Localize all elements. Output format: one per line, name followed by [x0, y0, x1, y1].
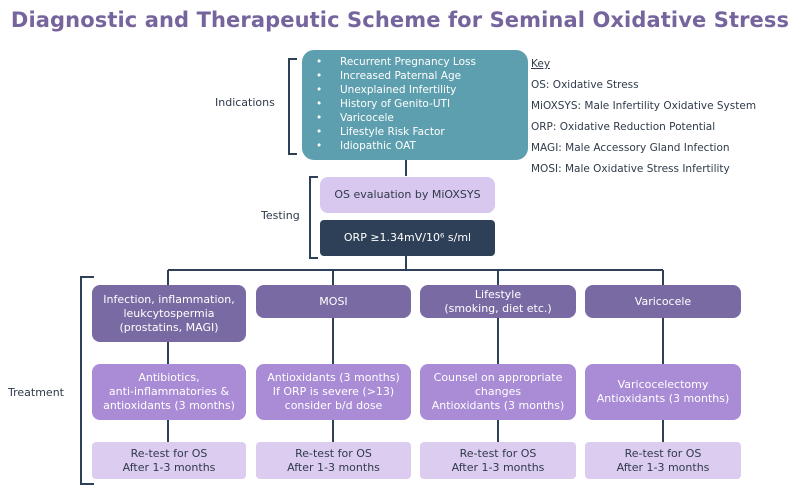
indication-item: •Recurrent Pregnancy Loss — [316, 56, 476, 68]
retest-box-mosi: Re-test for OS After 1-3 months — [256, 442, 411, 479]
treatment-box-mosi: Antioxidants (3 months) If ORP is severe… — [256, 364, 411, 420]
diagram-title: Diagnostic and Therapeutic Scheme for Se… — [10, 8, 790, 32]
treatment-box-varicocele: Varicocelectomy Antioxidants (3 months) — [585, 364, 741, 420]
indications-bracket — [288, 58, 297, 155]
treatment-label: Treatment — [8, 386, 64, 399]
key-item: MOSI: Male Oxidative Stress Infertility — [531, 163, 730, 175]
indication-item: •Varicocele — [316, 112, 394, 124]
testing-bracket — [309, 176, 318, 259]
treatment-bracket — [80, 276, 94, 485]
retest-box-infection: Re-test for OS After 1-3 months — [92, 442, 246, 479]
bullet-icon: • — [316, 84, 323, 96]
key-title: Key — [531, 58, 551, 70]
bullet-icon: • — [316, 112, 323, 124]
cause-box-infection: Infection, inflammation, leukcytospermia… — [92, 285, 246, 342]
key-item: MiOXSYS: Male Infertility Oxidative Syst… — [531, 100, 757, 112]
treatment-box-lifestyle: Counsel on appropriate changes Antioxida… — [420, 364, 576, 420]
indication-item: •Lifestyle Risk Factor — [316, 126, 445, 138]
indications-box: •Recurrent Pregnancy Loss •Increased Pat… — [302, 50, 528, 160]
treatment-box-infection: Antibiotics, anti-inflammatories & antio… — [92, 364, 246, 420]
indication-item: •Unexplained Infertility — [316, 84, 457, 96]
key-item: MAGI: Male Accessory Gland Infection — [531, 142, 730, 154]
retest-box-lifestyle: Re-test for OS After 1-3 months — [420, 442, 576, 479]
os-evaluation-box: OS evaluation by MiOXSYS — [320, 177, 495, 213]
key-legend: Key OS: Oxidative Stress MiOXSYS: Male I… — [531, 57, 756, 183]
indication-item: •Increased Paternal Age — [316, 70, 462, 82]
bullet-icon: • — [316, 70, 323, 82]
indication-item: •History of Genito-UTI — [316, 98, 451, 110]
retest-box-varicocele: Re-test for OS After 1-3 months — [585, 442, 741, 479]
bullet-icon: • — [316, 98, 323, 110]
cause-box-mosi: MOSI — [256, 285, 411, 318]
cause-box-varicocele: Varicocele — [585, 285, 741, 318]
bullet-icon: • — [316, 140, 323, 152]
key-item: ORP: Oxidative Reduction Potential — [531, 121, 716, 133]
cause-box-lifestyle: Lifestyle (smoking, diet etc.) — [420, 285, 576, 318]
bullet-icon: • — [316, 126, 323, 138]
bullet-icon: • — [316, 56, 323, 68]
orp-threshold-box: ORP ≥1.34mV/10⁶ s/ml — [320, 220, 495, 256]
key-item: OS: Oxidative Stress — [531, 79, 639, 91]
testing-label: Testing — [261, 209, 300, 222]
indication-item: •Idiopathic OAT — [316, 140, 416, 152]
indications-label: Indications — [215, 96, 275, 109]
